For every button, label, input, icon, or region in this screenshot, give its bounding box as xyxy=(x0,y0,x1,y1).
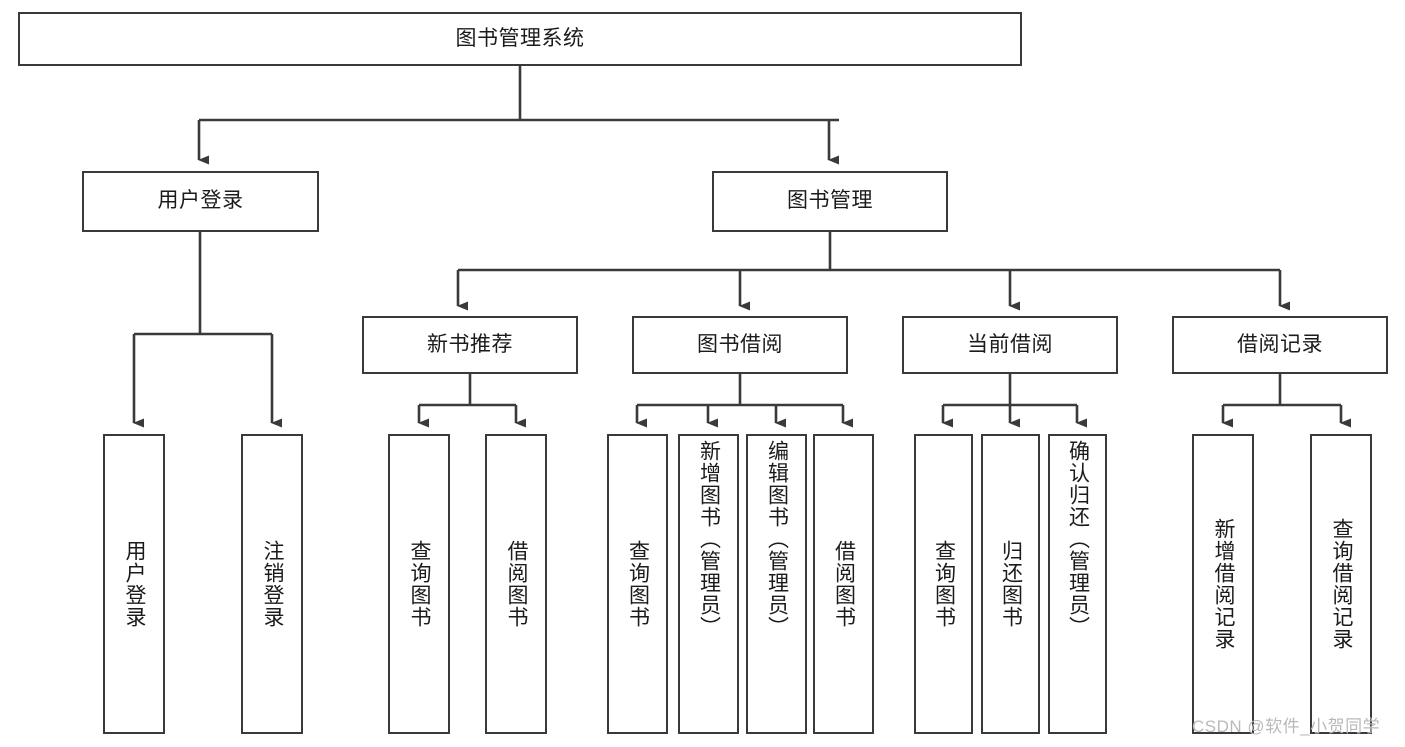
csdn-watermark: CSDN @软件_小贺同学 xyxy=(1192,717,1381,736)
node-label: 查询借阅记录 xyxy=(1330,518,1354,650)
node-label: 图书借阅 xyxy=(697,332,783,356)
node-leaf-return-book[interactable]: 归还图书 xyxy=(981,434,1040,734)
node-label: 用户登录 xyxy=(123,540,147,628)
node-leaf-borrow-book[interactable]: 借阅图书 xyxy=(813,434,874,734)
node-book-management-system[interactable]: 图书管理系统 xyxy=(18,12,1022,66)
node-label: 归还图书 xyxy=(999,540,1023,628)
node-leaf-user-logout[interactable]: 注销登录 xyxy=(241,434,303,734)
node-label: 查询图书 xyxy=(408,540,432,628)
node-leaf-confirm-return-admin[interactable]: 确认归还（管理员） xyxy=(1048,434,1107,734)
node-leaf-add-book-admin[interactable]: 新增图书（管理员） xyxy=(678,434,739,734)
node-label: 用户登录 xyxy=(157,189,244,213)
node-label: 注销登录 xyxy=(261,540,285,628)
node-label: 新增借阅记录 xyxy=(1212,518,1236,650)
node-label: 新书推荐 xyxy=(427,332,513,356)
node-leaf-edit-book-admin[interactable]: 编辑图书（管理员） xyxy=(746,434,807,734)
node-book-management[interactable]: 图书管理 xyxy=(712,171,948,232)
node-label: 查询图书 xyxy=(626,540,650,628)
node-label: 确认归还（管理员） xyxy=(1066,440,1090,638)
node-borrow-record[interactable]: 借阅记录 xyxy=(1172,316,1388,374)
node-label: 借阅记录 xyxy=(1237,332,1323,356)
node-label: 图书管理 xyxy=(787,189,873,213)
node-leaf-user-login[interactable]: 用户登录 xyxy=(103,434,165,734)
node-leaf-query-book-current[interactable]: 查询图书 xyxy=(914,434,973,734)
node-label: 借阅图书 xyxy=(832,540,856,628)
node-label: 查询图书 xyxy=(932,540,956,628)
node-leaf-query-book-borrow[interactable]: 查询图书 xyxy=(607,434,668,734)
node-user-login[interactable]: 用户登录 xyxy=(82,171,319,232)
node-leaf-query-borrow-record[interactable]: 查询借阅记录 xyxy=(1310,434,1372,734)
node-leaf-borrow-book-recommend[interactable]: 借阅图书 xyxy=(485,434,547,734)
node-leaf-add-borrow-record[interactable]: 新增借阅记录 xyxy=(1192,434,1254,734)
node-new-book-recommend[interactable]: 新书推荐 xyxy=(362,316,578,374)
node-label: 新增图书（管理员） xyxy=(697,440,721,638)
node-label: 借阅图书 xyxy=(505,540,529,628)
node-current-borrow[interactable]: 当前借阅 xyxy=(902,316,1118,374)
node-label: 图书管理系统 xyxy=(455,26,585,50)
node-label: 当前借阅 xyxy=(967,332,1053,356)
node-label: 编辑图书（管理员） xyxy=(765,440,789,638)
node-leaf-query-book-recommend[interactable]: 查询图书 xyxy=(388,434,450,734)
node-book-borrow[interactable]: 图书借阅 xyxy=(632,316,848,374)
